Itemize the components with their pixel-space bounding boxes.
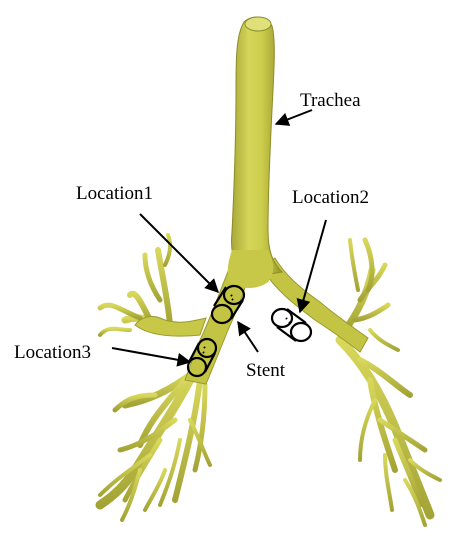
- label-trachea: Trachea: [300, 90, 361, 111]
- carina: [228, 250, 273, 288]
- stent-arrow: [238, 322, 258, 352]
- right-bronchial-branches: [340, 240, 440, 525]
- label-location1: Location1: [76, 183, 153, 204]
- airway-tree: [100, 17, 440, 525]
- trachea-arrow: [276, 110, 312, 124]
- stent-location2: [272, 309, 311, 341]
- trachea-top: [245, 17, 271, 31]
- location3-arrow: [112, 348, 190, 362]
- label-location2: Location2: [292, 187, 369, 208]
- trachea-body: [232, 17, 282, 278]
- labels: Trachea Location1 Location2 Location3 St…: [14, 90, 369, 381]
- label-stent: Stent: [246, 360, 286, 381]
- label-location3: Location3: [14, 342, 91, 363]
